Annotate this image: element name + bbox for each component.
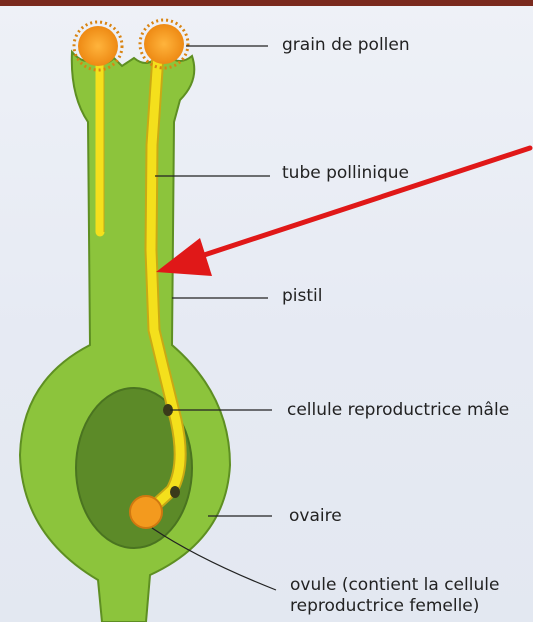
label-pollen-grain: grain de pollen: [282, 35, 410, 55]
label-ovary: ovaire: [289, 506, 342, 526]
label-ovule-line1: ovule (contient la cellule: [290, 575, 499, 596]
label-pistil: pistil: [282, 286, 322, 306]
male-cell-2: [170, 486, 180, 498]
label-ovule-line2: reproductrice femelle): [290, 596, 499, 617]
label-male-cell: cellule reproductrice mâle: [287, 400, 509, 420]
label-pollen-tube: tube pollinique: [282, 163, 409, 183]
top-border: [0, 0, 533, 6]
label-ovule: ovule (contient la cellule reproductrice…: [290, 575, 499, 617]
ovule: [130, 496, 162, 528]
